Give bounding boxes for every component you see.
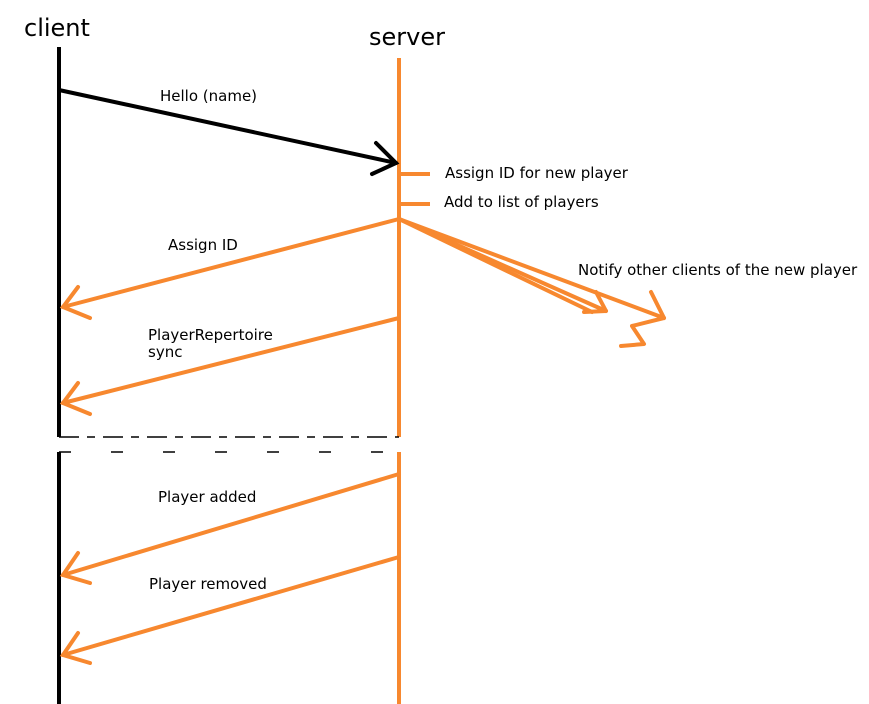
notify-clients-arrows [397, 217, 666, 348]
hello-arrow [57, 88, 400, 176]
player-repertoire-label-line1: PlayerRepertoire [148, 326, 273, 344]
player-repertoire-arrow [59, 316, 401, 416]
assign-id-arrow [59, 217, 401, 320]
add-to-list-note-label: Add to list of players [444, 193, 599, 211]
assign-id-label: Assign ID [168, 236, 238, 254]
hello-label: Hello (name) [160, 87, 258, 105]
server-actor-label: server [369, 23, 445, 51]
player-removed-arrow [59, 555, 401, 665]
player-repertoire-label-line2: sync [148, 343, 183, 361]
client-actor-label: client [24, 14, 90, 42]
assign-id-note-label: Assign ID for new player [445, 164, 628, 182]
notify-clients-label: Notify other clients of the new player [578, 261, 858, 279]
player-removed-label: Player removed [149, 575, 267, 593]
player-added-label: Player added [158, 488, 257, 506]
player-added-arrow [59, 472, 401, 585]
